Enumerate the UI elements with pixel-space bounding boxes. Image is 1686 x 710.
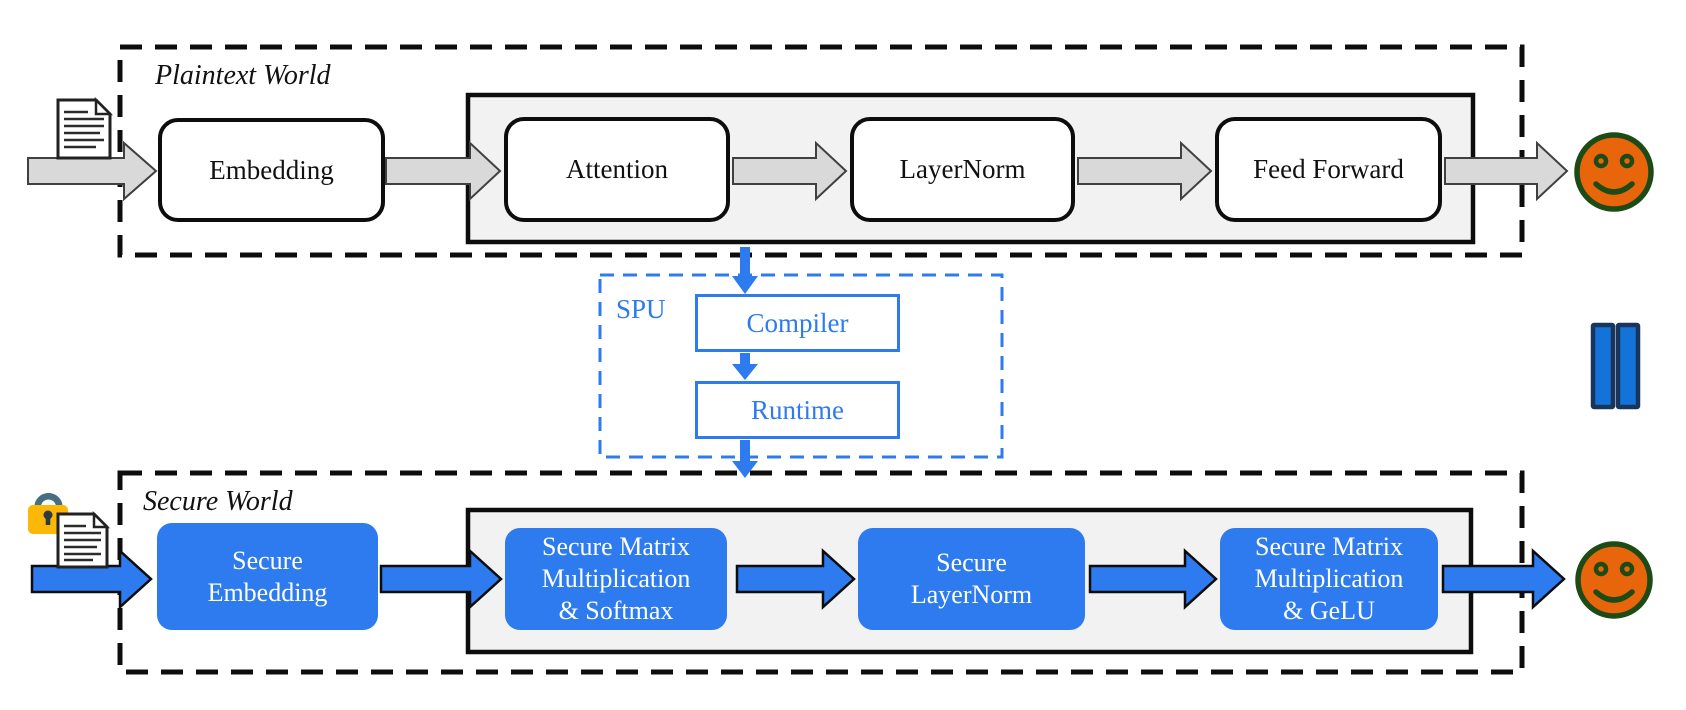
spu-runtime-box: Runtime — [695, 381, 900, 439]
spu-border — [598, 273, 1004, 459]
arrow-feedforward-to-output — [1444, 140, 1569, 202]
arrow-secure-layernorm-to-gelu — [1088, 548, 1218, 610]
encrypted-document-icon — [56, 510, 111, 569]
stage-secure-layernorm: Secure LayerNorm — [858, 528, 1085, 630]
arrow-secure-embedding-to-softmax — [379, 548, 503, 610]
stage-secure-matmul-softmax: Secure Matrix Multiplication & Softmax — [505, 528, 727, 630]
plaintext-world-border — [117, 44, 1525, 258]
plaintext-world-label: Plaintext World — [155, 60, 331, 91]
stage-secure-matmul-gelu: Secure Matrix Multiplication & GeLU — [1220, 528, 1438, 630]
secure-output-smiley-icon — [1575, 541, 1653, 619]
plaintext-output-smiley-icon — [1574, 132, 1654, 212]
arrow-compiler-to-runtime — [732, 353, 758, 380]
stage-layernorm: LayerNorm — [850, 117, 1075, 222]
secure-world-label: Secure World — [143, 486, 293, 517]
arrow-layernorm-to-feedforward — [1077, 140, 1213, 202]
secure-world-border — [117, 470, 1525, 675]
arrow-gelu-to-secure-output — [1441, 548, 1566, 610]
document-icon — [56, 96, 114, 160]
arrow-input-to-embedding — [27, 140, 158, 202]
stage-embedding: Embedding — [158, 118, 385, 222]
stage-secure-embedding: Secure Embedding — [157, 523, 378, 630]
arrow-attention-to-layernorm — [732, 140, 848, 202]
arrow-runtime-to-secure-world — [732, 440, 758, 478]
parallel-bars-icon — [1590, 322, 1641, 410]
arrow-softmax-to-secure-layernorm — [735, 548, 856, 610]
arrow-plaintext-to-compiler — [732, 247, 758, 294]
arrow-embedding-to-attention — [385, 140, 502, 202]
stage-feed-forward: Feed Forward — [1215, 117, 1442, 222]
arrow-encrypted-input-to-secure-embedding — [30, 548, 153, 610]
spu-label: SPU — [616, 294, 666, 324]
stage-attention: Attention — [504, 117, 730, 222]
spu-compiler-box: Compiler — [695, 294, 900, 352]
